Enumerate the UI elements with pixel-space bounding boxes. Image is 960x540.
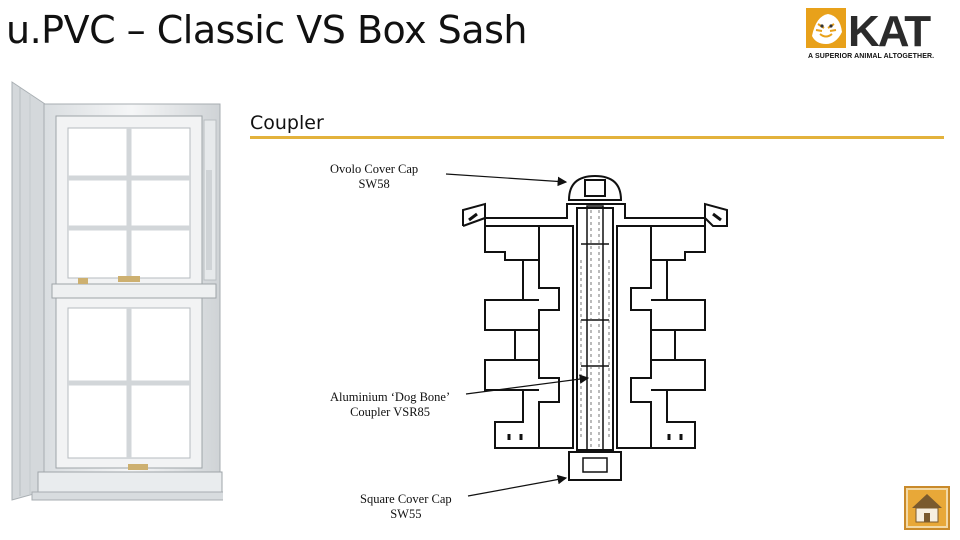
coupler-section-diagram: [455, 160, 740, 495]
annotation-line: SW55: [390, 507, 422, 521]
home-icon: [912, 494, 942, 523]
annotation-square-cover-cap: Square Cover Cap SW55: [360, 492, 452, 522]
annotation-line: Aluminium ‘Dog Bone’: [330, 390, 451, 404]
logo-brand: KAT: [848, 7, 931, 52]
annotation-line: Square Cover Cap: [360, 492, 452, 506]
annotation-line: SW58: [358, 177, 390, 191]
slide-title: u.PVC – Classic VS Box Sash: [6, 8, 527, 52]
sash-window-image: [8, 80, 225, 517]
kat-logo: KAT A SUPERIOR ANIMAL ALTOGETHER.: [806, 6, 958, 62]
annotation-line: Ovolo Cover Cap: [330, 162, 419, 176]
arrow-square-cap: [467, 474, 568, 497]
annotation-dog-bone-coupler: Aluminium ‘Dog Bone’ Coupler VSR85: [330, 390, 450, 420]
logo-tagline: A SUPERIOR ANIMAL ALTOGETHER.: [808, 53, 935, 60]
accent-rule: [250, 136, 944, 139]
home-button[interactable]: [904, 486, 950, 530]
annotation-ovolo-cover-cap: Ovolo Cover Cap SW58: [330, 162, 418, 192]
annotation-line: Coupler VSR85: [350, 405, 431, 419]
arrow-dog-bone: [465, 374, 590, 395]
arrow-ovolo: [445, 173, 568, 187]
section-heading: Coupler: [250, 112, 324, 134]
